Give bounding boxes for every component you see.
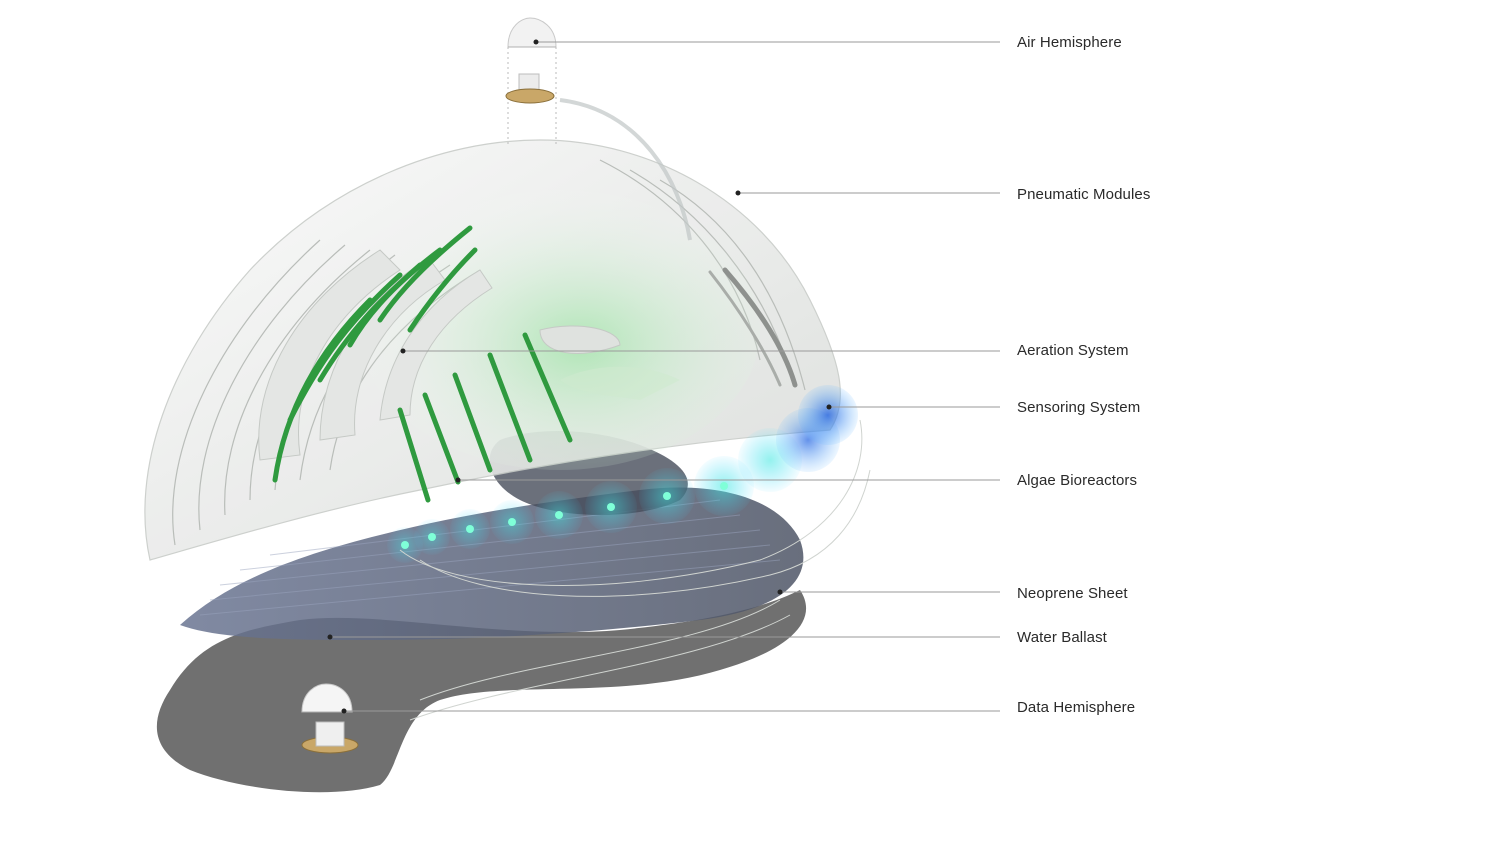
algae-tubes (272, 225, 573, 503)
leader-lines (327, 39, 1000, 714)
label-pneumatic-modules: Pneumatic Modules (1017, 186, 1150, 203)
label-sensoring-system: Sensoring System (1017, 399, 1140, 416)
data-hemisphere-assembly (301, 683, 359, 754)
label-algae-bioreactors: Algae Bioreactors (1017, 472, 1137, 489)
label-data-hemisphere: Data Hemisphere (1017, 699, 1135, 716)
air-hemisphere-assembly (505, 17, 557, 145)
label-water-ballast: Water Ballast (1017, 629, 1108, 646)
neoprene-sheet-stripes (199, 499, 781, 616)
air-tubes (708, 267, 798, 388)
label-aeration-system: Aeration System (1017, 342, 1129, 359)
cables (399, 98, 871, 721)
label-neoprene-sheet: Neoprene Sheet (1017, 585, 1128, 602)
aeration-panel (560, 366, 680, 400)
label-air-hemisphere: Air Hemisphere (1017, 34, 1122, 51)
sensor-chain (387, 385, 858, 563)
